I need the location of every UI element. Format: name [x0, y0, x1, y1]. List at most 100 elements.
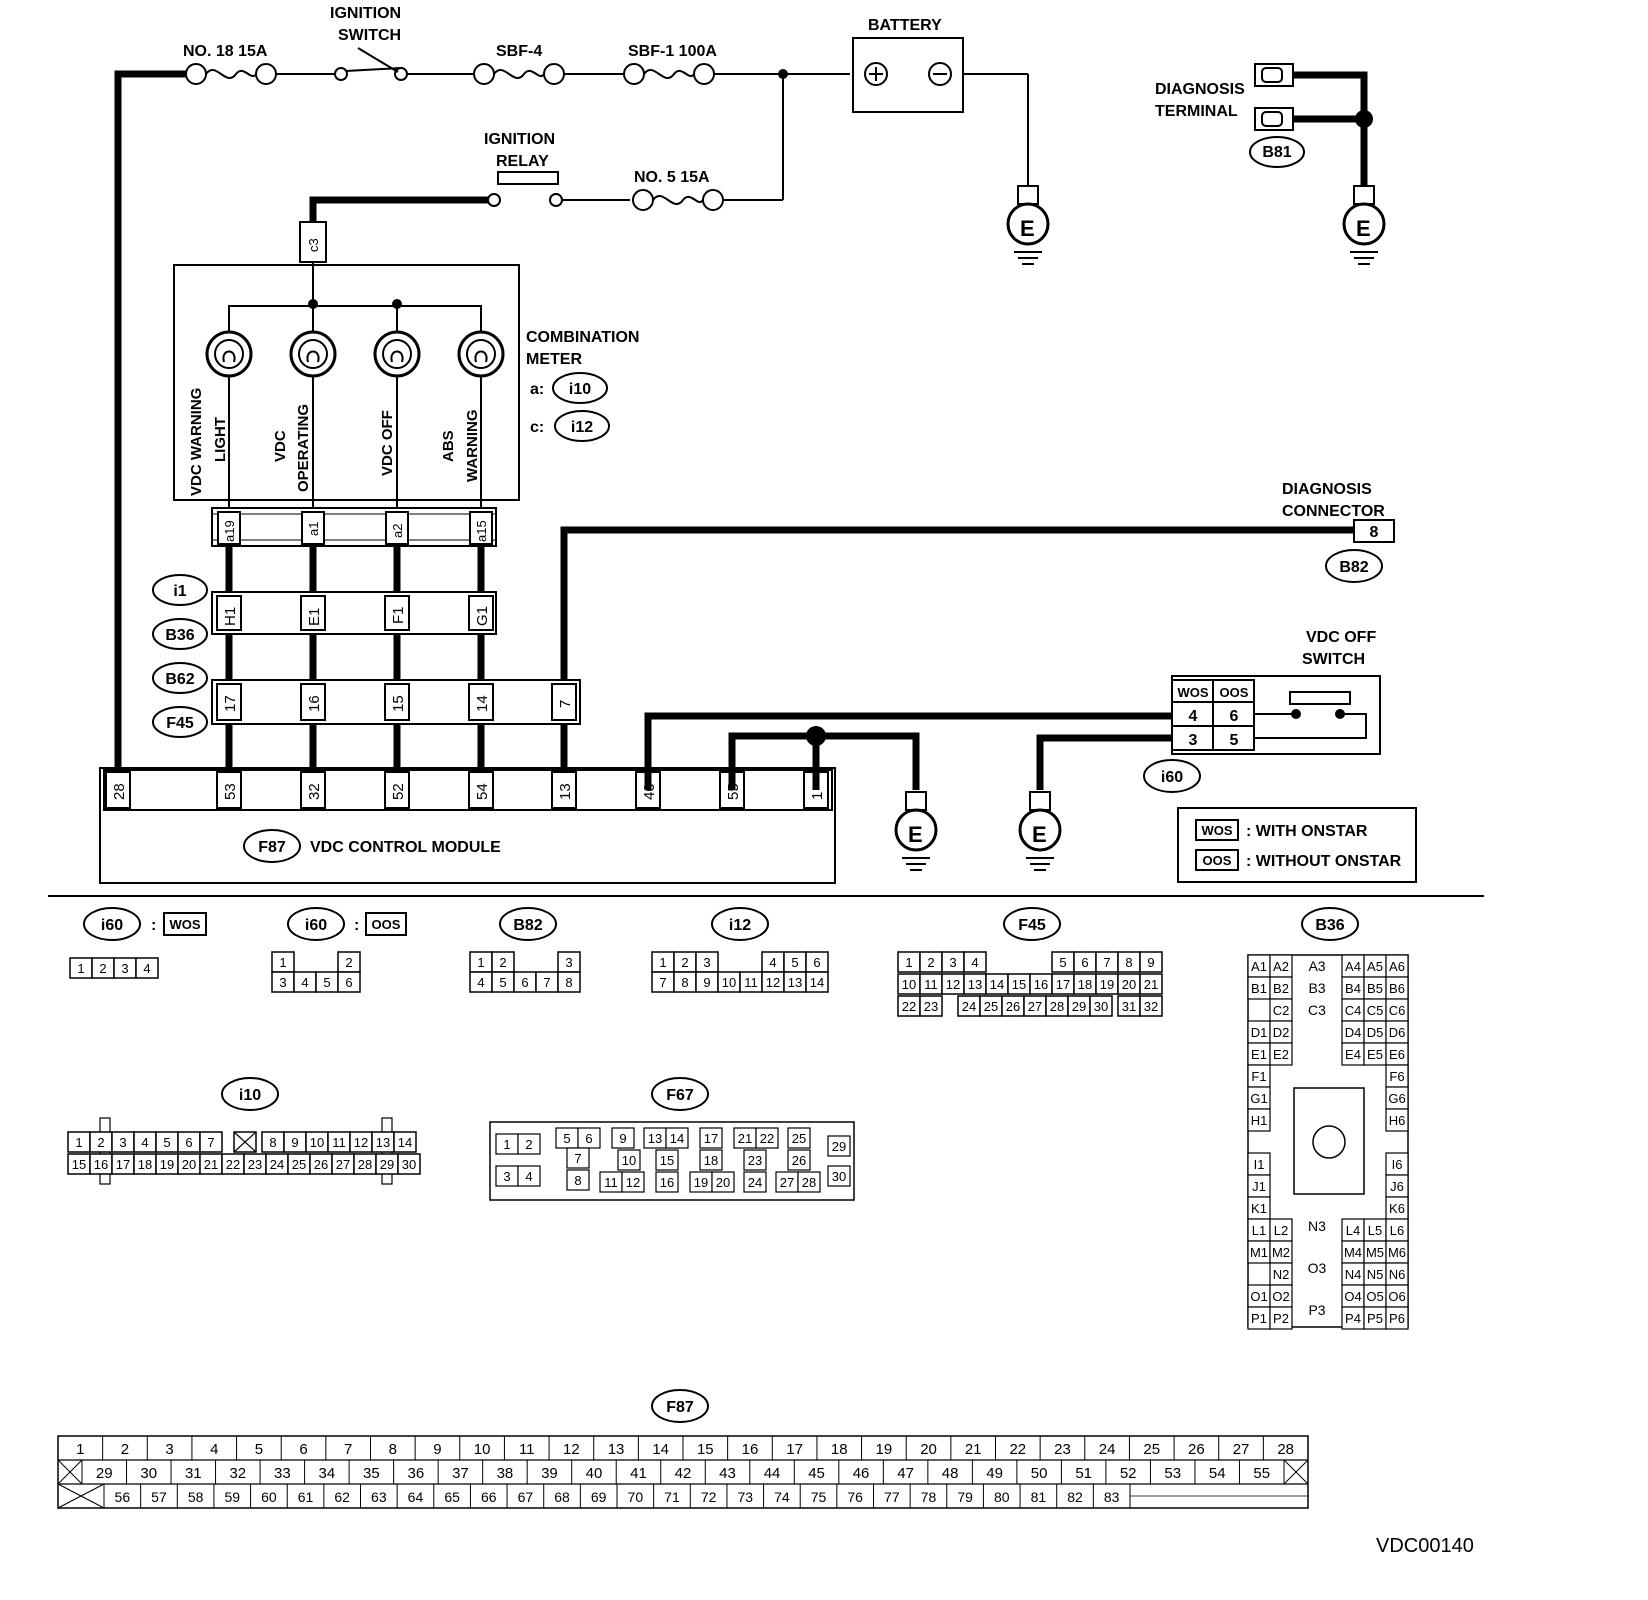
f87-pin: 14	[652, 1441, 669, 1458]
i10-r1a-pin: 7	[207, 1135, 214, 1150]
f67-pin: 11	[604, 1175, 618, 1190]
f87-badge	[651, 1389, 709, 1423]
i12-badge	[711, 907, 769, 941]
f45-r3b-pin: 24	[962, 999, 976, 1014]
f67-pin: 14	[670, 1131, 684, 1146]
f67-cell	[699, 1149, 723, 1171]
i10-r2-pin: 17	[116, 1157, 130, 1172]
module-pin-53: 53	[222, 783, 239, 800]
f87-pin: 24	[1099, 1441, 1116, 1458]
f87-pin: 6	[299, 1441, 307, 1458]
b36-mid-pin: O3	[1308, 1260, 1327, 1276]
ignition-relay	[487, 171, 563, 207]
diagnosis-terminal	[1254, 63, 1373, 195]
meter-pin-a2: a2	[390, 524, 405, 538]
f87-pin: 62	[334, 1489, 350, 1505]
f87-pin: 26	[1188, 1441, 1205, 1458]
b36-pin: P6	[1389, 1311, 1405, 1326]
lamp-label-1a: VDC WARNING	[188, 388, 205, 496]
diagnosis-terminal-label-1: DIAGNOSIS	[1155, 81, 1245, 98]
f67-cell	[711, 1171, 735, 1193]
harness-pin-f1: F1	[390, 606, 407, 624]
i10-r1b-pin: 10	[310, 1135, 324, 1150]
legend-oos-tag: OOS	[1203, 853, 1232, 868]
i12-r1a-pin: 2	[681, 955, 688, 970]
f45-r1b-pin: 7	[1103, 955, 1110, 970]
i12-r2-cell	[805, 971, 829, 993]
lamp-vdc-warning-icon	[205, 330, 253, 378]
i60-wos-badge	[83, 907, 141, 941]
f45-badge	[1003, 907, 1061, 941]
b36-pin: N5	[1367, 1267, 1384, 1282]
f45-r1a-pin: 3	[949, 955, 956, 970]
fuse-no18-label: NO. 18 15A	[183, 43, 268, 60]
f87-pin: 56	[115, 1489, 131, 1505]
i12-r1a-pin: 3	[703, 955, 710, 970]
i10-r1a-pin: 6	[185, 1135, 192, 1150]
module-pin-box	[384, 771, 410, 809]
b36-pin: M2	[1272, 1245, 1290, 1260]
f87-pin: 76	[847, 1489, 863, 1505]
f45-r3b-cell	[1089, 995, 1113, 1017]
f67-cell	[743, 1171, 767, 1193]
i60-oos-tag-box	[365, 912, 407, 936]
f87-pin: 10	[474, 1441, 491, 1458]
f67-pin: 22	[760, 1131, 774, 1146]
harness-pin-7: 7	[557, 700, 574, 708]
combination-meter: c3 VDC WARNING LIGHT VDC OPERATING VDC O…	[173, 221, 520, 508]
b36-cell	[1247, 1108, 1271, 1132]
b36-pin: E5	[1367, 1047, 1383, 1062]
f87-pin: 32	[229, 1465, 246, 1482]
f67-pin: 30	[832, 1169, 846, 1184]
f45-r2-pin: 16	[1034, 977, 1048, 992]
f67-cell	[827, 1135, 851, 1157]
f87-pin: 7	[344, 1441, 352, 1458]
b36-pin: K1	[1251, 1201, 1267, 1216]
f67-pin: 12	[626, 1175, 640, 1190]
f67-cell	[611, 1127, 635, 1149]
f87-pin: 2	[121, 1441, 129, 1458]
module-pin-13: 13	[557, 783, 574, 800]
i12-r2-pin: 13	[788, 975, 802, 990]
f67-pin: 24	[748, 1175, 762, 1190]
f87-pin: 79	[957, 1489, 973, 1505]
f67-cell	[617, 1149, 641, 1171]
b36-pin: G6	[1388, 1091, 1405, 1106]
meter-pin-a1: a1	[306, 522, 321, 536]
f87-pin: 38	[497, 1465, 514, 1482]
ignition-switch	[334, 47, 408, 81]
f87-pin: 8	[389, 1441, 397, 1458]
f87-pin: 15	[697, 1441, 714, 1458]
f87-pin: 50	[1031, 1465, 1048, 1482]
f67-pin: 7	[574, 1151, 581, 1166]
f45-r3b-pin: 27	[1028, 999, 1042, 1014]
f67-pin: 27	[780, 1175, 794, 1190]
diagnosis-terminal-label-2: TERMINAL	[1155, 103, 1238, 120]
i10-r2-pin: 25	[292, 1157, 306, 1172]
b36-pin: I1	[1254, 1157, 1265, 1172]
i10-r2-pin: 26	[314, 1157, 328, 1172]
b82-label: B82	[513, 917, 542, 934]
b82-r2-cell	[557, 971, 581, 993]
f45-r3b-pin: 28	[1050, 999, 1064, 1014]
module-name: VDC CONTROL MODULE	[310, 839, 501, 856]
i12-r2-pin: 12	[766, 975, 780, 990]
f67-pin: 23	[748, 1153, 762, 1168]
f67-pin: 4	[525, 1169, 532, 1184]
f87-pin: 58	[188, 1489, 204, 1505]
f87-pin: 34	[319, 1465, 336, 1482]
f87-pin: 70	[628, 1489, 644, 1505]
f67-label: F67	[666, 1087, 694, 1104]
f87-pin: 1	[76, 1441, 84, 1458]
f45-r2-pin: 10	[902, 977, 916, 992]
f87-pin: 13	[608, 1441, 625, 1458]
f67-cell	[655, 1149, 679, 1171]
f87-pin: 63	[371, 1489, 387, 1505]
i10-r2-pin: 24	[270, 1157, 284, 1172]
b36-pin: P4	[1345, 1311, 1361, 1326]
f87-pin: 21	[965, 1441, 982, 1458]
f67-badge	[651, 1077, 709, 1111]
b82-r2-pin: 6	[521, 975, 528, 990]
